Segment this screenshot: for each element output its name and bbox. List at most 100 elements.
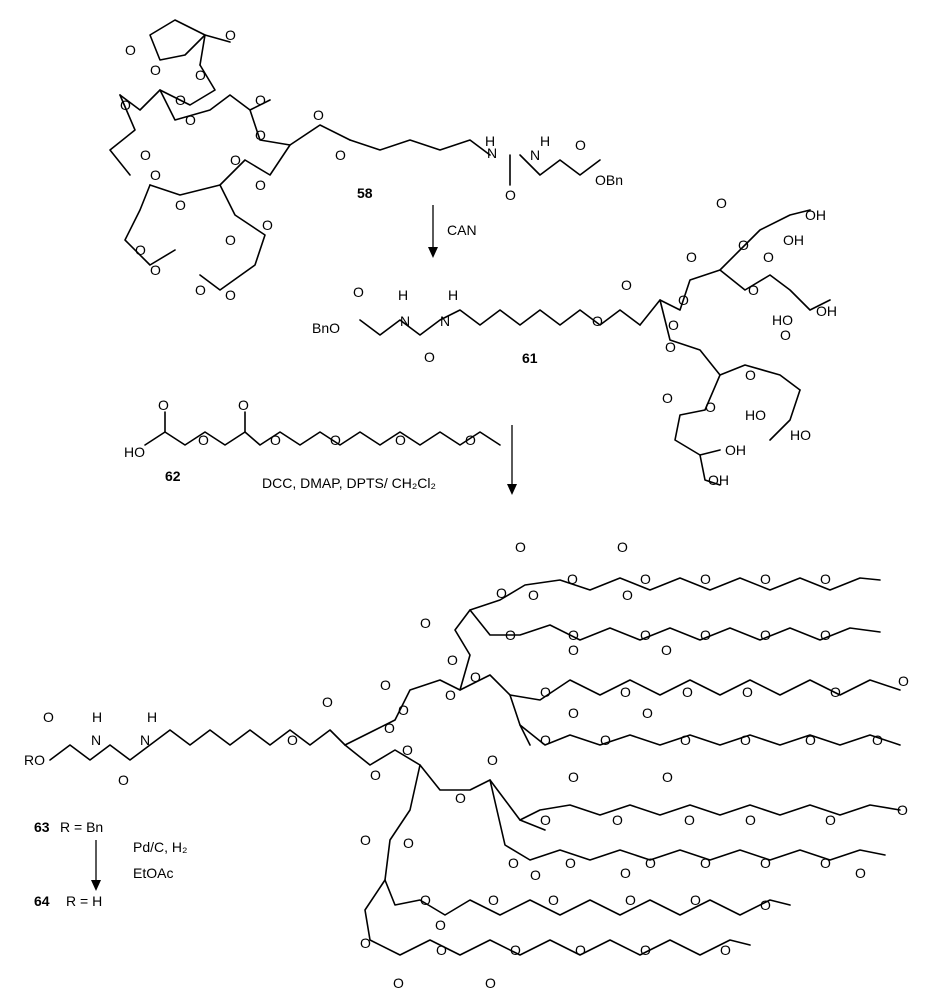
- atom-label: O: [661, 642, 672, 658]
- atom-label: H: [398, 287, 408, 303]
- atom-label: O: [678, 292, 689, 308]
- atom-label: O: [760, 897, 771, 913]
- atom-label: O: [505, 627, 516, 643]
- atom-label: O: [118, 772, 129, 788]
- atom-label: O: [700, 855, 711, 871]
- atom-label: O: [198, 432, 209, 448]
- atom-label: O: [716, 195, 727, 211]
- atom-label: O: [620, 865, 631, 881]
- atom-label: O: [540, 812, 551, 828]
- atom-label: HO: [790, 427, 811, 443]
- atom-label: H: [448, 287, 458, 303]
- atom-label: OH: [783, 232, 804, 248]
- atom-label: O: [447, 652, 458, 668]
- atom-label: O: [640, 627, 651, 643]
- atom-label: O: [270, 432, 281, 448]
- atom-label: O: [742, 684, 753, 700]
- atom-label: O: [158, 397, 169, 413]
- atom-label: O: [763, 249, 774, 265]
- atom-label: O: [640, 942, 651, 958]
- reagent-pd-c-h2: Pd/C, H₂: [133, 839, 187, 855]
- compound-label-61: 61: [522, 350, 538, 366]
- atom-label: O: [745, 812, 756, 828]
- atom-label: N: [140, 732, 150, 748]
- atom-label: O: [420, 615, 431, 631]
- atom-label: O: [600, 732, 611, 748]
- atom-label: O: [760, 627, 771, 643]
- atom-label: O: [335, 147, 346, 163]
- atom-label: HO: [124, 444, 145, 460]
- atom-label: O: [705, 399, 716, 415]
- atom-label: O: [496, 585, 507, 601]
- atom-label: O: [225, 27, 236, 43]
- atom-label: O: [255, 127, 266, 143]
- atom-label: O: [238, 397, 249, 413]
- atom-label: O: [645, 855, 656, 871]
- atom-label: O: [175, 92, 186, 108]
- atom-label: N: [530, 147, 540, 163]
- reagent-can: CAN: [447, 222, 477, 238]
- atom-label: O: [287, 732, 298, 748]
- atom-label: O: [568, 627, 579, 643]
- atom-label: O: [125, 42, 136, 58]
- atom-label: O: [622, 587, 633, 603]
- atom-label: O: [445, 687, 456, 703]
- atom-label: H: [540, 133, 550, 149]
- atom-label: O: [682, 684, 693, 700]
- atom-label: O: [322, 694, 333, 710]
- atom-label: O: [686, 249, 697, 265]
- atom-label: O: [140, 147, 151, 163]
- atom-label: N: [440, 313, 450, 329]
- atom-label: O: [150, 62, 161, 78]
- atom-label: O: [330, 432, 341, 448]
- atom-label: O: [745, 367, 756, 383]
- atom-label: RO: [24, 752, 45, 768]
- atom-label: O: [262, 217, 273, 233]
- atom-label: O: [855, 865, 866, 881]
- atom-label: O: [662, 390, 673, 406]
- atom-label: OH: [725, 442, 746, 458]
- atom-label: O: [255, 177, 266, 193]
- atom-label: O: [528, 587, 539, 603]
- atom-label: O: [760, 571, 771, 587]
- atom-label: O: [540, 684, 551, 700]
- atom-label: O: [700, 571, 711, 587]
- atom-label: O: [185, 112, 196, 128]
- atom-label: O: [487, 752, 498, 768]
- atom-label: O: [150, 167, 161, 183]
- atom-label: H: [485, 133, 495, 149]
- atom-label: O: [370, 767, 381, 783]
- atom-label: O: [565, 855, 576, 871]
- atom-label: O: [640, 571, 651, 587]
- atom-label: O: [403, 835, 414, 851]
- reagent-etoac: EtOAc: [133, 865, 173, 881]
- atom-label: O: [120, 97, 131, 113]
- atom-label: O: [568, 705, 579, 721]
- atom-label: O: [485, 975, 496, 991]
- atom-label: N: [400, 313, 410, 329]
- atom-label: O: [195, 282, 206, 298]
- atom-label: O: [384, 720, 395, 736]
- atom-label: O: [353, 284, 364, 300]
- atom-label: O: [395, 432, 406, 448]
- atom-label: O: [665, 339, 676, 355]
- atom-label: O: [621, 277, 632, 293]
- atom-label: O: [360, 935, 371, 951]
- atom-label: O: [748, 282, 759, 298]
- atom-label: OH: [708, 472, 729, 488]
- atom-label: O: [720, 942, 731, 958]
- atom-label: O: [668, 317, 679, 333]
- atom-label: O: [393, 975, 404, 991]
- atom-label: N: [487, 145, 497, 161]
- atom-label: O: [780, 327, 791, 343]
- atom-label: O: [820, 571, 831, 587]
- arrow-step-1: CAN: [428, 205, 477, 258]
- atom-label: O: [567, 571, 578, 587]
- atom-label: O: [700, 627, 711, 643]
- atom-label: O: [380, 677, 391, 693]
- atom-label: O: [420, 892, 431, 908]
- atom-label: O: [612, 812, 623, 828]
- atom-label: O: [592, 313, 603, 329]
- atom-label: O: [175, 197, 186, 213]
